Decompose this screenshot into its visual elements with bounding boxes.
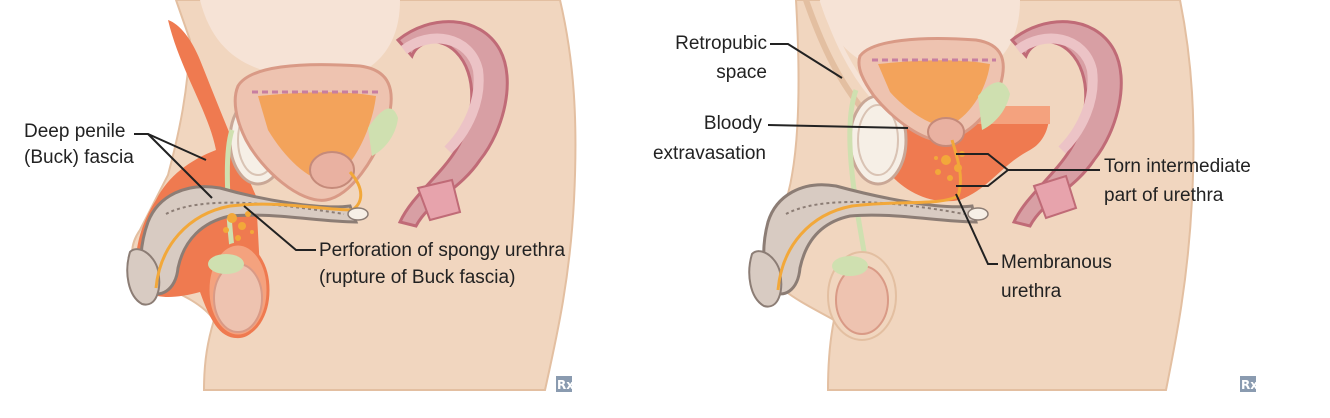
right-panel: Retropubic space Bloody extravasation To… — [653, 0, 1258, 392]
leader-torn-b — [956, 169, 1009, 187]
right-rx-badge: Rx — [1240, 376, 1258, 392]
leader-membranous — [955, 193, 998, 265]
svg-text:Rx: Rx — [1241, 378, 1258, 392]
label-bloody-line1: Bloody — [704, 113, 763, 134]
label-torn-line1: Torn intermediate — [1104, 156, 1251, 177]
left-anal-canal — [416, 178, 462, 222]
left-testis — [213, 263, 263, 333]
left-perforation-site — [223, 211, 254, 241]
left-epididymis — [208, 254, 244, 274]
right-urethral-tear — [934, 151, 965, 181]
label-retropubic-line1: Retropubic — [675, 33, 767, 54]
label-membranous-line1: Membranous — [1001, 252, 1112, 273]
label-membranous-line2: urethra — [1001, 281, 1062, 302]
right-testis — [835, 265, 889, 335]
right-anal-canal — [1032, 174, 1078, 220]
label-torn-line2: part of urethra — [1104, 185, 1224, 206]
right-prostate — [927, 117, 965, 147]
leader-perforation — [243, 205, 316, 251]
label-bloody-line2: extravasation — [653, 143, 766, 164]
leader-retropubic — [770, 43, 843, 79]
label-retropubic-line2: space — [716, 62, 767, 83]
svg-text:Rx: Rx — [557, 378, 574, 392]
right-glans — [748, 250, 783, 308]
left-seminal-vesicle — [368, 108, 398, 156]
right-bladder-urine — [878, 60, 990, 127]
label-deep-fascia-line1: Deep penile — [24, 121, 125, 142]
left-glans — [126, 248, 161, 306]
left-prostate — [309, 151, 355, 189]
label-perforation-line2: (rupture of Buck fascia) — [319, 267, 515, 288]
right-urethra — [776, 139, 962, 291]
leader-deep-fascia-b — [147, 133, 213, 199]
leader-bloody — [767, 124, 909, 129]
left-spongy-urethra — [154, 171, 363, 289]
leader-torn — [956, 153, 1100, 171]
label-deep-fascia-line2: (Buck) fascia — [24, 147, 134, 168]
label-perforation-line1: Perforation of spongy urethra — [319, 240, 566, 261]
right-seminal-vesicle — [978, 82, 1010, 130]
right-epididymis — [832, 256, 868, 276]
left-pelvic-cavity — [200, 0, 400, 77]
left-panel: Deep penile (Buck) fascia Perforation of… — [24, 0, 577, 392]
left-rx-badge: Rx — [556, 376, 574, 392]
